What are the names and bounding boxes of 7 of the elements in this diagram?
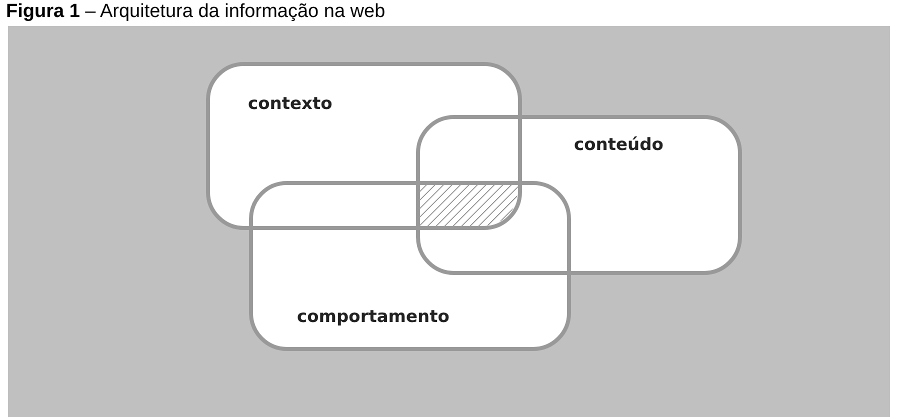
rounded-box [416,115,742,275]
figure-title: Figura 1 – Arquitetura da informação na web [6,1,386,23]
box-label: contexto [248,94,332,114]
rounded-box [249,181,571,351]
box-label: conteúdo [574,135,664,155]
rounded-box [206,62,522,230]
box-label: comportamento [297,307,450,327]
